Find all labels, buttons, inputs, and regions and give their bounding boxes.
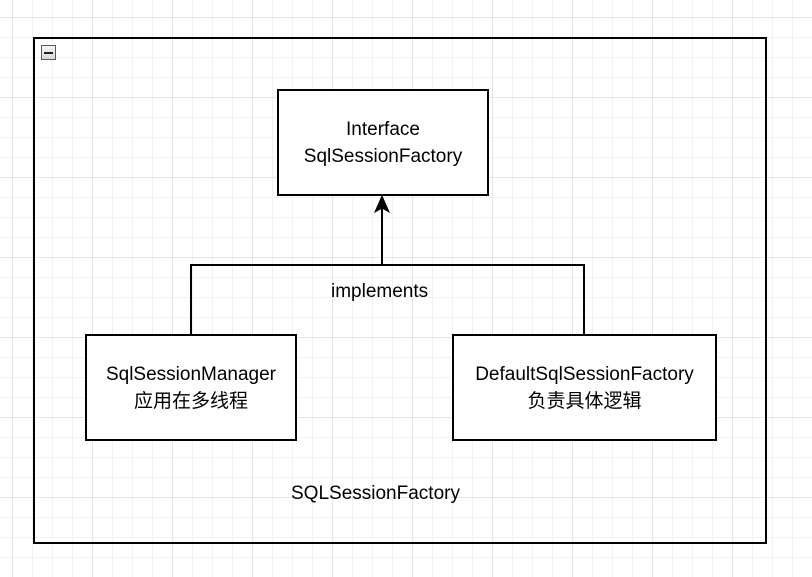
- default-node-line2: 负责具体逻辑: [527, 390, 642, 412]
- interface-node-line1: Interface: [346, 118, 420, 140]
- connector-line-left: [190, 264, 384, 334]
- default-node[interactable]: DefaultSqlSessionFactory 负责具体逻辑: [452, 334, 717, 441]
- default-node-line1: DefaultSqlSessionFactory: [475, 363, 694, 385]
- collapse-icon[interactable]: [41, 45, 56, 60]
- connector-line-right: [384, 264, 585, 334]
- minus-icon: [44, 51, 53, 54]
- arrow-head-icon: [373, 194, 391, 214]
- container-group[interactable]: [33, 37, 767, 544]
- manager-node[interactable]: SqlSessionManager 应用在多线程: [85, 334, 297, 441]
- implements-label: implements: [331, 281, 429, 302]
- interface-node-line2: SqlSessionFactory: [303, 145, 463, 167]
- manager-node-line2: 应用在多线程: [133, 390, 248, 412]
- container-label: SQLSessionFactory: [291, 483, 460, 504]
- manager-node-line1: SqlSessionManager: [105, 363, 277, 385]
- interface-node[interactable]: Interface SqlSessionFactory: [277, 89, 489, 196]
